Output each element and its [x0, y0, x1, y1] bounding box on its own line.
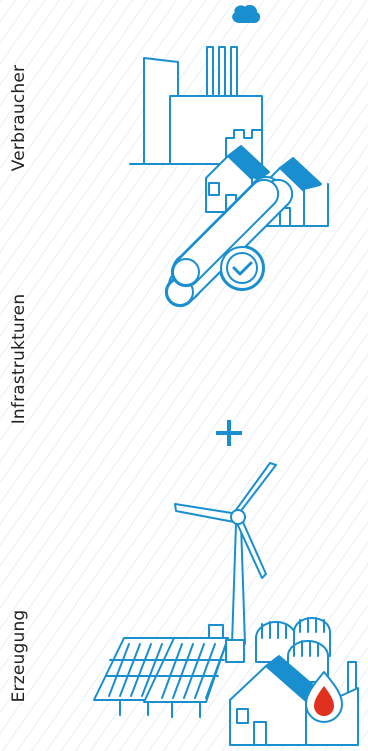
- plus-icon: [216, 420, 242, 446]
- smoke-cloud-icon: [233, 6, 259, 22]
- power-plant-icon: [130, 6, 262, 170]
- solar-panels-icon: [94, 625, 244, 717]
- biogas-plant-icon: [230, 618, 358, 745]
- wind-turbine-icon: [175, 463, 276, 644]
